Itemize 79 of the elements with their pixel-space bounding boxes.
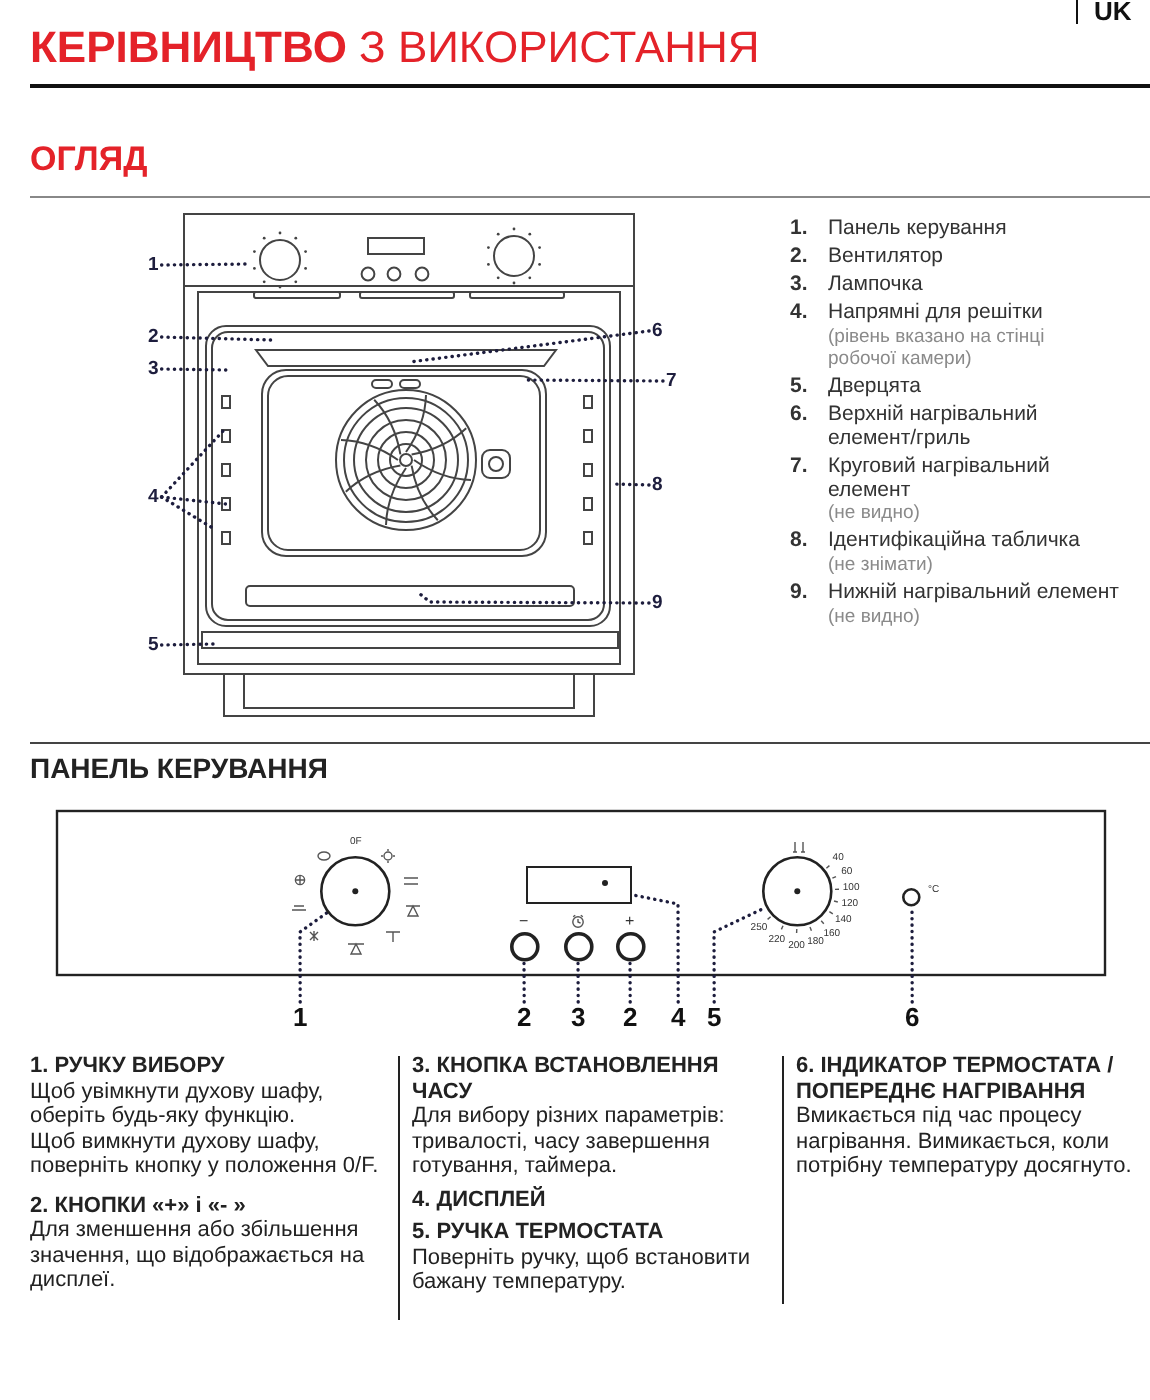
callout-number: 8	[652, 474, 663, 496]
item-heading: 6. ІНДИКАТОР ТЕРМОСТАТА / ПОПЕРЕДНЄ НАГРІВАННЯ	[796, 1054, 1116, 1104]
leader-line	[159, 367, 228, 372]
item-heading: 3. КНОПКА ВСТАНОВЛЕННЯ ЧАСУ	[412, 1054, 721, 1104]
button-sign: −	[519, 911, 529, 929]
leader-line	[418, 592, 651, 605]
list-item-text: Напрямні для решітки	[828, 300, 1043, 324]
list-item-text: Дверцята	[828, 374, 921, 398]
list-item-text: Лампочка	[828, 272, 923, 296]
item-heading: 2. КНОПКИ «+» і «- »	[30, 1193, 248, 1218]
callout-number: 1	[293, 1004, 308, 1032]
round-button	[615, 931, 645, 961]
callout-number: 9	[652, 592, 663, 614]
round-button	[509, 931, 539, 961]
item-description: Щоб увімкнути духову шафу, оберіть будь-яку функцію.	[30, 1079, 326, 1129]
item-heading: 4. ДИСПЛЕЙ	[412, 1187, 548, 1212]
item-description: Для вибору різних параметрів: тривалості, часу завершення готування, таймера.	[412, 1104, 727, 1179]
list-number: 8.	[790, 528, 808, 552]
leader-line	[159, 495, 218, 532]
callout-number: 6	[652, 320, 663, 342]
callout-number: 6	[905, 1004, 920, 1032]
leader-line	[159, 262, 250, 267]
indicator-lamp	[902, 888, 922, 908]
callout-number: 1	[148, 254, 159, 276]
list-item-text: Панель керування	[828, 216, 1007, 240]
display-window	[525, 865, 631, 903]
item-heading: 1. РУЧКУ ВИБОРУ	[30, 1054, 227, 1079]
item-description: Для зменшення або збільшення значення, що відображається на дисплеї.	[30, 1218, 367, 1293]
leader-line	[298, 910, 329, 1004]
list-item-text: Нижній нагрівальний елемент	[828, 580, 1119, 604]
list-item-text: Вентилятор	[828, 244, 943, 268]
leader-line	[628, 959, 632, 1004]
round-button	[563, 931, 593, 961]
item-heading: 5. РУЧКА ТЕРМОСТАТА	[412, 1220, 666, 1245]
callout-number: 7	[666, 370, 677, 392]
list-note: (рівень вказано на стінці робочої камери)	[828, 326, 1047, 370]
list-number: 2.	[790, 244, 808, 268]
list-note: (не видно)	[828, 606, 920, 628]
leader-line	[910, 905, 914, 1004]
item-description: Вмикається під час процесу нагрівання. Вимикається, коли потрібну температуру досягнуто.	[796, 1104, 1134, 1179]
callout-number: 2	[623, 1004, 638, 1032]
item-description: Щоб вимкнути духову шафу, поверніть кнопку у положення 0/F.	[30, 1129, 381, 1179]
leader-line	[576, 959, 580, 1004]
section-heading: ОГЛЯД	[30, 140, 148, 180]
list-number: 4.	[790, 300, 808, 324]
list-note: (не видно)	[828, 502, 920, 524]
callout-number: 2	[148, 326, 159, 348]
list-item-text: Круговий нагрівальний елемент	[828, 454, 1052, 502]
leader-line	[712, 905, 768, 1004]
list-number: 3.	[790, 272, 808, 296]
callout-number: 3	[571, 1004, 586, 1032]
callout-number: 5	[148, 634, 159, 656]
leader-line	[159, 642, 216, 647]
callout-number: 5	[707, 1004, 722, 1032]
list-number: 9.	[790, 580, 808, 604]
selector-knob	[320, 856, 392, 928]
leader-line	[629, 892, 680, 1004]
list-number: 6.	[790, 402, 808, 426]
list-number: 1.	[790, 216, 808, 240]
leader-line	[159, 428, 226, 499]
list-number: 7.	[790, 454, 808, 478]
list-item-text: Верхній нагрівальний елемент/гриль	[828, 402, 1040, 450]
button-sign: +	[625, 911, 635, 929]
leader-line	[522, 959, 526, 1004]
list-number: 5.	[790, 374, 808, 398]
section-heading: ПАНЕЛЬ КЕРУВАННЯ	[30, 752, 328, 786]
item-description: Поверніть ручку, щоб встановити бажану температуру.	[412, 1245, 753, 1295]
callout-number: 4	[148, 486, 159, 508]
callout-number: 4	[671, 1004, 686, 1032]
list-item-text: Ідентифікаційна табличка	[828, 528, 1080, 552]
page-title: КЕРІВНИЦТВО З ВИКОРИСТАННЯ	[30, 22, 760, 74]
leader-line	[159, 335, 274, 342]
language-code: UK	[1076, 0, 1132, 24]
leader-line	[408, 329, 651, 364]
list-note: (не знімати)	[828, 554, 933, 576]
leader-line	[522, 378, 665, 383]
callout-number: 2	[517, 1004, 532, 1032]
callout-number: 3	[148, 358, 159, 380]
leader-line	[612, 482, 651, 487]
